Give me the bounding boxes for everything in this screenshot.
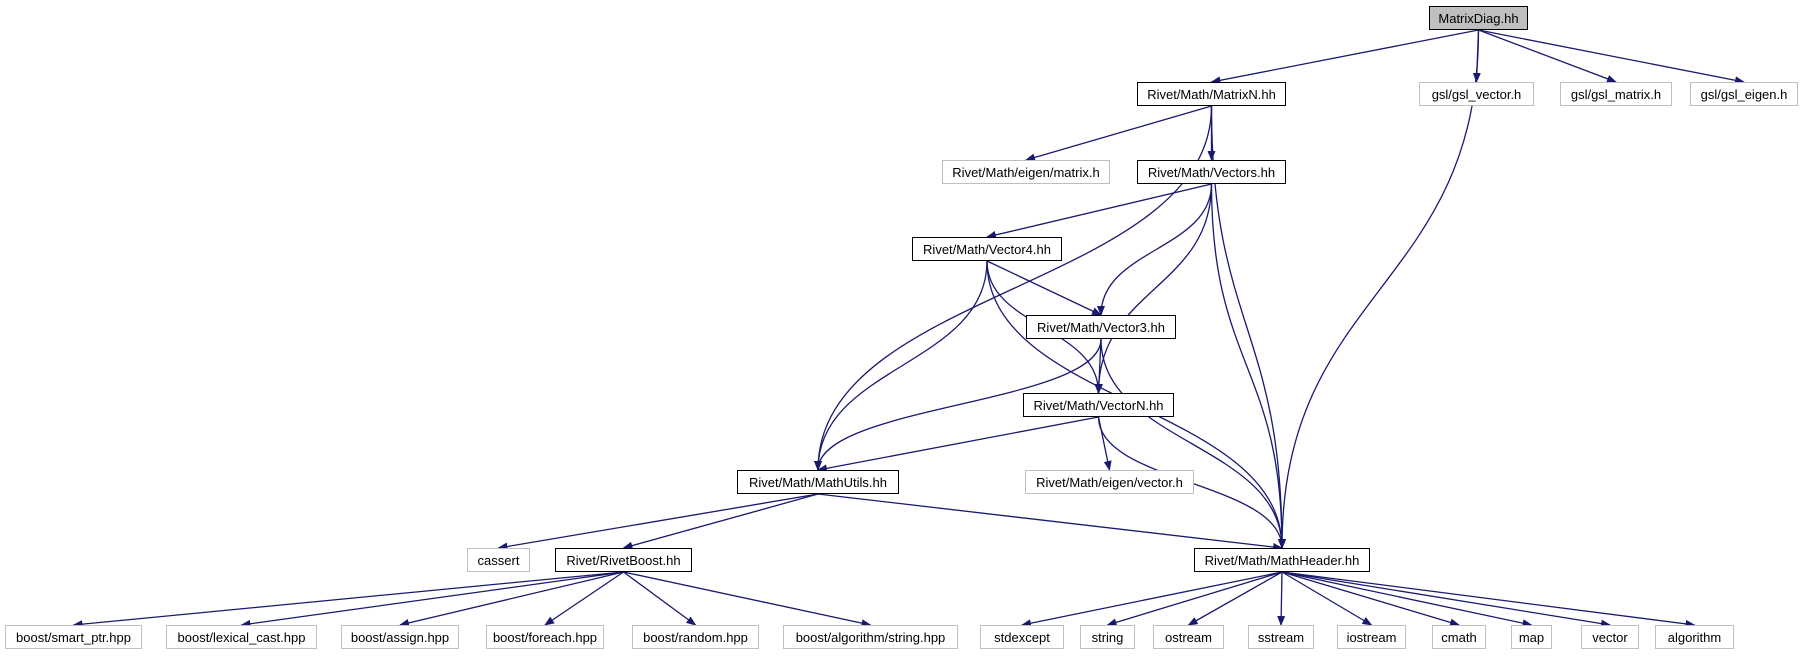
edge-mathheader-to-string (1106, 571, 1283, 627)
edge-mathheader-to-algorithm (1281, 571, 1696, 628)
node-label: ostream (1165, 629, 1212, 645)
node-gsl-eigen: gsl/gsl_eigen.h (1690, 82, 1798, 106)
edge-mathheader-to-stdexcept (1021, 571, 1283, 628)
edge-vector3-to-vectorn (1094, 338, 1103, 394)
node-assign: boost/assign.hpp (341, 625, 459, 649)
node-matrixdiag: MatrixDiag.hh (1429, 6, 1528, 30)
node-random: boost/random.hpp (632, 625, 759, 649)
node-label: gsl/gsl_eigen.h (1700, 86, 1788, 102)
edge-mathutils-to-cassert (497, 493, 819, 551)
node-vectors[interactable]: Rivet/Math/Vectors.hh (1137, 160, 1286, 184)
node-vector4[interactable]: Rivet/Math/Vector4.hh (912, 237, 1062, 261)
edge-mathheader-to-map (1281, 571, 1533, 628)
node-label: string (1091, 629, 1124, 645)
node-label: cassert (477, 552, 520, 568)
node-vectorn[interactable]: Rivet/Math/VectorN.hh (1023, 393, 1174, 417)
node-algorithm: algorithm (1655, 625, 1734, 649)
node-label: Rivet/RivetBoost.hh (566, 552, 681, 568)
node-foreach: boost/foreach.hpp (486, 625, 604, 649)
node-label: gsl/gsl_vector.h (1431, 86, 1522, 102)
edge-matrixdiag-to-gsl_vector (1472, 29, 1481, 83)
edge-mathutils-to-mathheader (817, 493, 1283, 551)
node-eigen-matrix: Rivet/Math/eigen/matrix.h (942, 160, 1110, 184)
node-iostream: iostream (1337, 625, 1406, 649)
node-gsl-matrix: gsl/gsl_matrix.h (1560, 82, 1672, 106)
edge-rivetboost-to-assign (399, 571, 624, 627)
node-label: stdexcept (994, 629, 1050, 645)
node-matrixn[interactable]: Rivet/Math/MatrixN.hh (1137, 82, 1286, 106)
node-label: boost/algorithm/string.hpp (795, 629, 946, 645)
node-gsl-vector: gsl/gsl_vector.h (1419, 82, 1534, 106)
node-label: boost/random.hpp (643, 629, 748, 645)
edge-vectors-to-mathheader (1210, 183, 1286, 549)
node-label: boost/assign.hpp (350, 629, 450, 645)
node-label: sstream (1257, 629, 1305, 645)
node-label: Rivet/Math/VectorN.hh (1033, 397, 1164, 413)
node-label: gsl/gsl_matrix.h (1570, 86, 1662, 102)
node-algorithm-string: boost/algorithm/string.hpp (783, 625, 958, 649)
edge-vectors-to-vectorn (1094, 183, 1213, 394)
node-label: boost/foreach.hpp (492, 629, 598, 645)
node-label: Rivet/Math/Vector4.hh (923, 241, 1051, 257)
node-vector3[interactable]: Rivet/Math/Vector3.hh (1026, 315, 1176, 339)
node-label: vector (1592, 629, 1628, 645)
edge-rivetboost-to-random (623, 571, 697, 626)
node-label: map (1518, 629, 1545, 645)
node-stdexcept: stdexcept (980, 625, 1064, 649)
edge-layer (72, 29, 1745, 629)
edge-rivetboost-to-smart_ptr (72, 571, 624, 629)
edge-vectors-to-vector3 (1097, 183, 1213, 316)
node-label: Rivet/Math/Vectors.hh (1147, 164, 1276, 180)
node-label: cmath (1441, 629, 1477, 645)
edge-matrixdiag-to-gsl_eigen (1478, 29, 1745, 85)
node-eigen-vector: Rivet/Math/eigen/vector.h (1025, 470, 1194, 494)
node-label: Rivet/Math/MatrixN.hh (1147, 86, 1276, 102)
edge-matrixdiag-to-gsl_matrix (1478, 29, 1617, 83)
node-string: string (1080, 625, 1135, 649)
edge-rivetboost-to-algo_string (623, 571, 872, 628)
edge-mathheader-to-sstream (1277, 571, 1286, 626)
node-label: boost/smart_ptr.hpp (16, 629, 131, 645)
edge-rivetboost-to-foreach (544, 571, 624, 626)
edge-matrixdiag-to-mathheader (1278, 29, 1480, 549)
node-label: Rivet/Math/MathUtils.hh (749, 474, 887, 490)
node-cmath: cmath (1432, 625, 1486, 649)
node-mathutils[interactable]: Rivet/Math/MathUtils.hh (737, 470, 899, 494)
edge-vectorn-to-eigen_vector (1097, 416, 1112, 471)
edge-vectors-to-vector4 (986, 183, 1212, 239)
edge-vector4-to-vector3 (986, 260, 1102, 316)
node-label: Rivet/Math/Vector3.hh (1037, 319, 1165, 335)
node-ostream: ostream (1153, 625, 1224, 649)
node-rivetboost[interactable]: Rivet/RivetBoost.hh (555, 548, 692, 572)
node-vector: vector (1581, 625, 1639, 649)
node-sstream: sstream (1248, 625, 1314, 649)
node-label: boost/lexical_cast.hpp (177, 629, 306, 645)
edge-mathheader-to-cmath (1281, 571, 1460, 627)
node-lexical-cast: boost/lexical_cast.hpp (166, 625, 317, 649)
edge-vector4-to-mathutils (814, 260, 988, 471)
edge-mathheader-to-iostream (1281, 571, 1373, 626)
edge-mathheader-to-ostream (1187, 571, 1283, 626)
edge-rivetboost-to-lexical_cast (240, 571, 624, 628)
node-label: iostream (1346, 629, 1397, 645)
edge-vectorn-to-mathutils (817, 416, 1099, 473)
node-label: algorithm (1667, 629, 1722, 645)
node-cassert: cassert (467, 548, 530, 572)
node-label: MatrixDiag.hh (1438, 10, 1519, 26)
edge-vector3-to-mathheader (1100, 338, 1286, 549)
node-mathheader[interactable]: Rivet/Math/MathHeader.hh (1194, 548, 1370, 572)
node-smart-ptr: boost/smart_ptr.hpp (5, 625, 142, 649)
edge-vector3-to-mathutils (814, 338, 1102, 471)
edge-mathutils-to-rivetboost (622, 493, 819, 550)
node-map: map (1511, 625, 1552, 649)
node-label: Rivet/Math/MathHeader.hh (1204, 552, 1360, 568)
node-label: Rivet/Math/eigen/vector.h (1036, 474, 1183, 490)
edge-matrixn-to-eigen_matrix (1025, 105, 1212, 162)
node-label: Rivet/Math/eigen/matrix.h (952, 164, 1100, 180)
edge-matrixdiag-to-matrixn (1210, 29, 1479, 85)
edge-matrixn-to-mathheader (1210, 105, 1286, 549)
edge-mathheader-to-vector (1281, 571, 1611, 628)
